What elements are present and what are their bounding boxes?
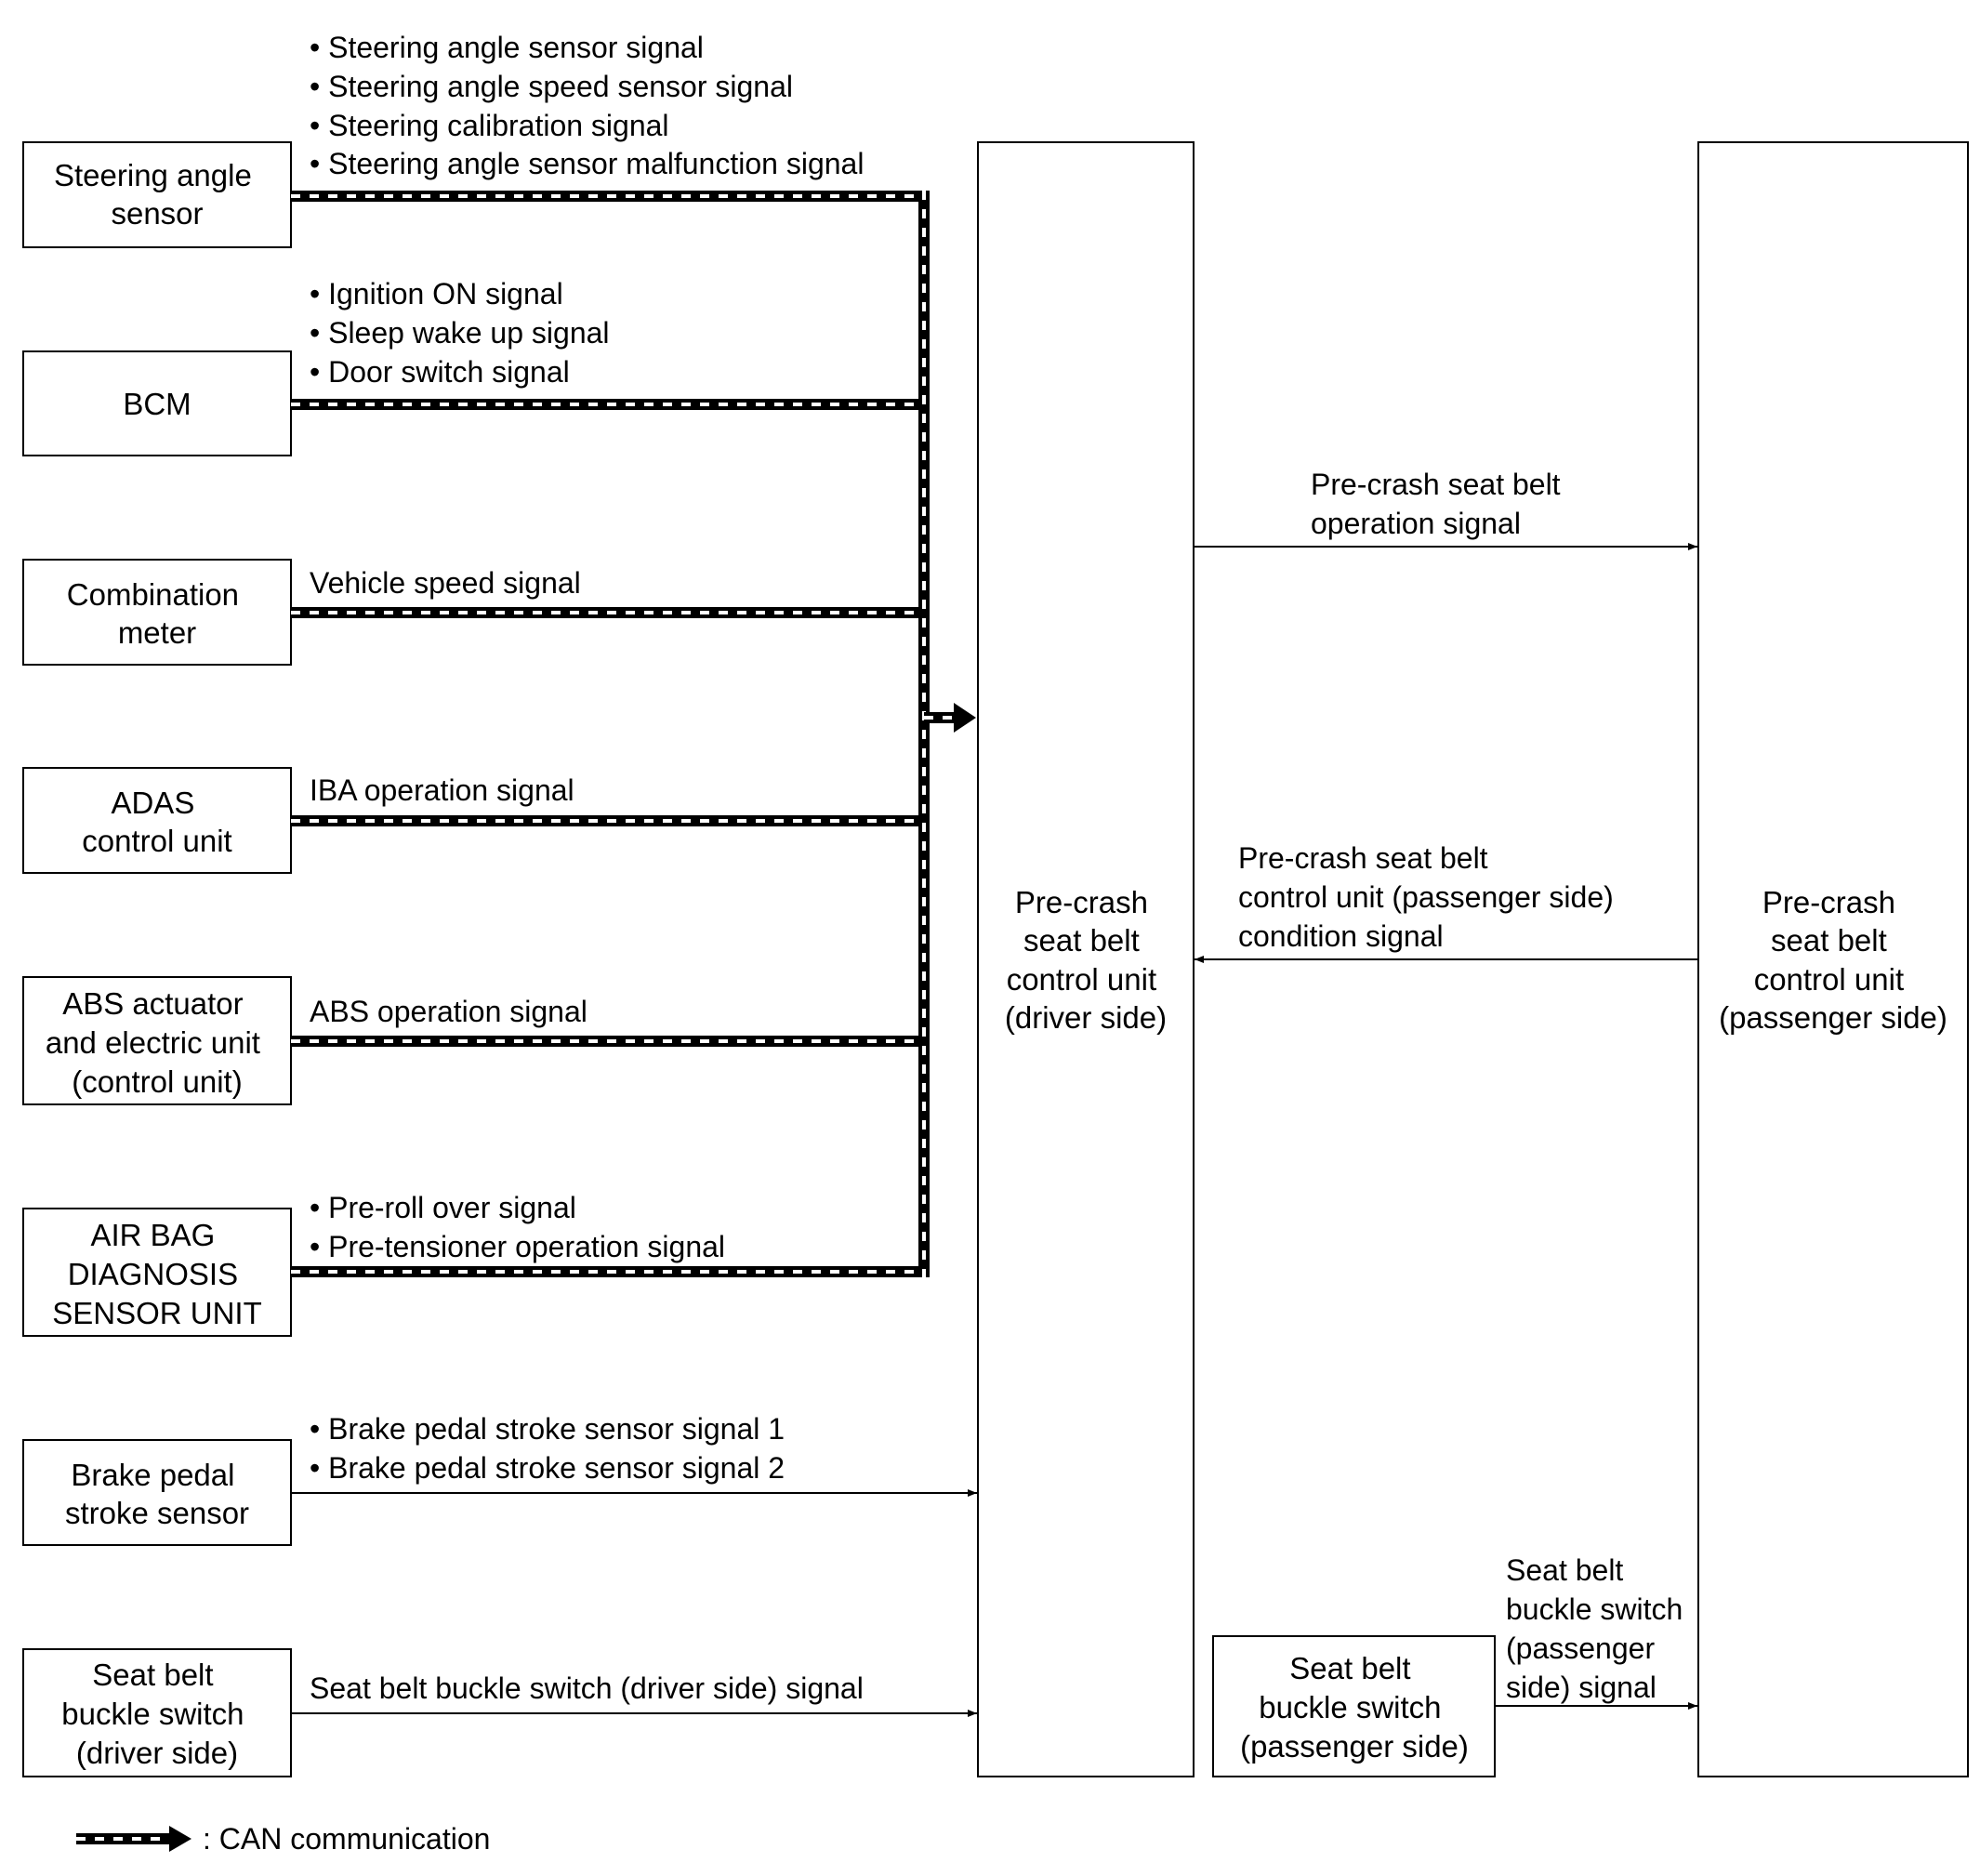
svg-text:BCM: BCM — [123, 387, 191, 421]
svg-text:ABS actuator and electri: ABS actuator and electric unit (control … — [46, 986, 269, 1099]
signal-label-airbag: • Pre-roll over signal • Pre-tensioner o… — [310, 1191, 725, 1263]
pre-crash-control-unit-passenger-box: Pre-crash seat belt control unit (passen… — [1697, 141, 1969, 1777]
legend: : CAN communication — [76, 1822, 490, 1856]
signal-label-brake-pedal: • Brake pedal stroke sensor signal 1 • B… — [310, 1412, 793, 1485]
svg-text:Combination meter: Combination meter — [67, 577, 247, 650]
signal-label-buckle-passenger: Seat belt buckle switch (passenger side)… — [1506, 1553, 1691, 1704]
adas-control-unit-box: ADAS control unit — [22, 767, 292, 874]
abs-actuator-box: ABS actuator and electric unit (control … — [22, 976, 292, 1105]
bcm-box: BCM — [22, 350, 292, 456]
svg-text:ADAS control unit: ADAS control unit — [82, 786, 231, 858]
signal-label-bcm: • Ignition ON signal • Sleep wake up sig… — [310, 277, 617, 389]
airbag-diagnosis-sensor-unit-box: AIR BAG DIAGNOSIS SENSOR UNIT — [22, 1208, 292, 1337]
signal-label-vehicle-speed: Vehicle speed signal — [310, 566, 581, 600]
legend-can-arrow-icon — [76, 1826, 191, 1852]
seat-belt-buckle-switch-passenger-box: Seat belt buckle switch (passenger side) — [1212, 1635, 1496, 1777]
can-arrow-to-driver-unit — [924, 703, 976, 733]
signal-label-steering: • Steering angle sensor signal • Steerin… — [310, 31, 864, 180]
signal-label-condition: Pre-crash seat belt control unit (passen… — [1238, 841, 1622, 953]
svg-text:Pre-crash seat belt: Pre-crash seat belt control unit (driver… — [1005, 885, 1167, 1035]
combination-meter-box: Combination meter — [22, 559, 292, 666]
signal-label-operation: Pre-crash seat belt operation signal — [1311, 468, 1568, 540]
seat-belt-buckle-switch-driver-box: Seat belt buckle switch (driver side) — [22, 1648, 292, 1777]
svg-text:AIR BAG DIAGNOSIS: AIR BAG DIAGNOSIS SENSOR UNIT — [52, 1218, 262, 1330]
svg-text:Seat belt buckle switch: Seat belt buckle switch (passenger side) — [1240, 1651, 1469, 1764]
pre-crash-control-unit-driver-box: Pre-crash seat belt control unit (driver… — [977, 141, 1195, 1777]
brake-pedal-stroke-sensor-box: Brake pedal stroke sensor — [22, 1439, 292, 1546]
signal-label-iba-operation: IBA operation signal — [310, 773, 574, 807]
can-bus — [291, 191, 976, 1277]
svg-text:Seat belt buckle switch: Seat belt buckle switch (driver side) — [61, 1658, 252, 1770]
signal-label-buckle-driver: Seat belt buckle switch (driver side) si… — [310, 1671, 864, 1705]
svg-text:Brake pedal stroke senso: Brake pedal stroke sensor — [65, 1458, 249, 1530]
svg-text:Steering angle sensor: Steering angle sensor — [54, 158, 260, 231]
svg-text:Pre-crash seat belt: Pre-crash seat belt control unit (passen… — [1719, 885, 1947, 1035]
legend-label: : CAN communication — [203, 1822, 490, 1856]
steering-angle-sensor-box: Steering angle sensor — [22, 141, 292, 248]
signal-label-abs-operation: ABS operation signal — [310, 995, 587, 1028]
